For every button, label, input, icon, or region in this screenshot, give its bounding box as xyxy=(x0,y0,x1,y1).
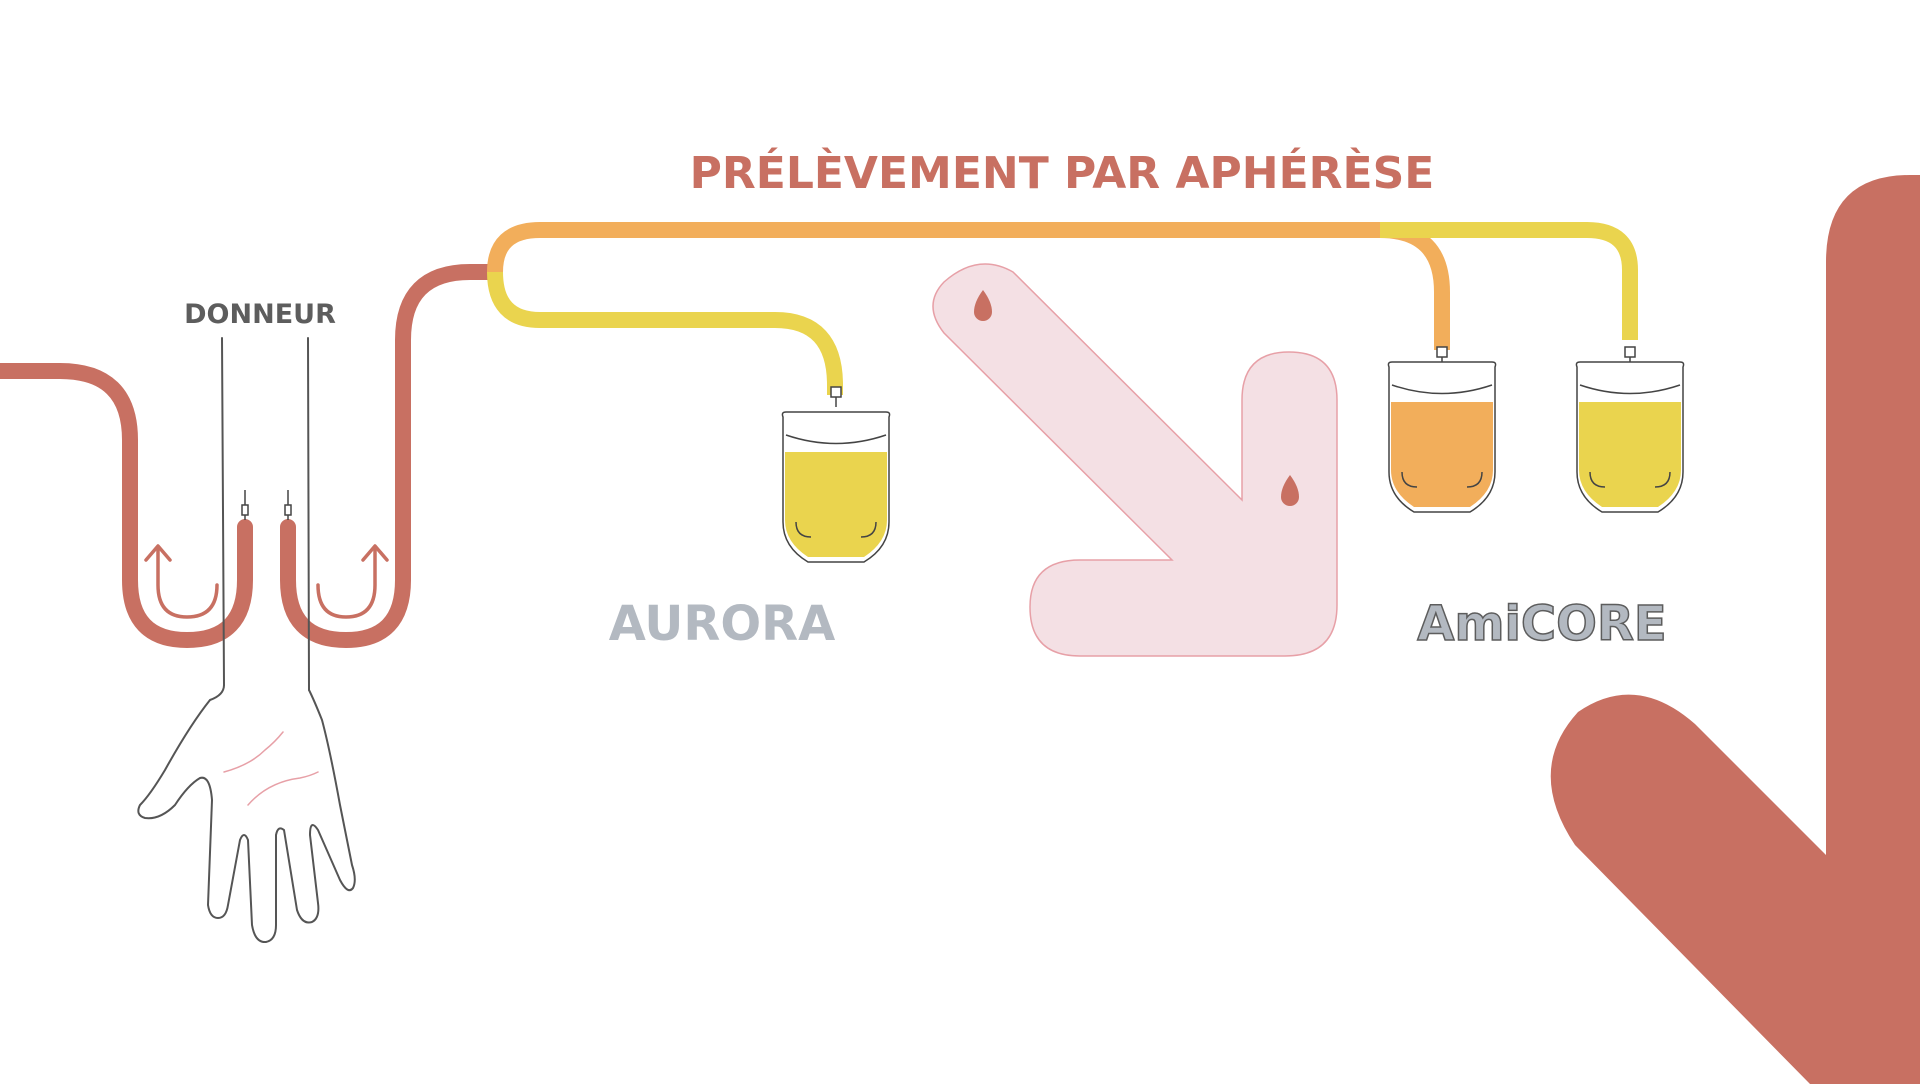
yellow-tube-aurora xyxy=(487,271,843,395)
donor-tubing xyxy=(0,264,503,649)
donor-label: DONNEUR xyxy=(184,299,336,330)
blood-bag-icon xyxy=(1575,346,1685,513)
device-label-aurora: AURORA xyxy=(609,596,836,652)
needle-icon xyxy=(241,490,292,520)
hand-icon xyxy=(137,337,356,944)
blood-bag-icon xyxy=(1387,346,1497,513)
blood-drop-icon xyxy=(1281,475,1299,506)
diagram-title: PRÉLÈVEMENT PAR APHÉRÈSE xyxy=(690,146,1435,199)
u-turn-arrow-icon xyxy=(316,544,389,619)
decorative-big-arrow xyxy=(1550,175,1920,1084)
u-turn-arrow-icon xyxy=(144,544,219,619)
blood-bag-icon xyxy=(781,386,891,563)
device-label-amicore: AmiCORE xyxy=(1417,596,1666,652)
yellow-tube-amicore xyxy=(1380,222,1638,340)
process-arrow xyxy=(932,263,1338,657)
blood-drop-icon xyxy=(974,290,992,321)
